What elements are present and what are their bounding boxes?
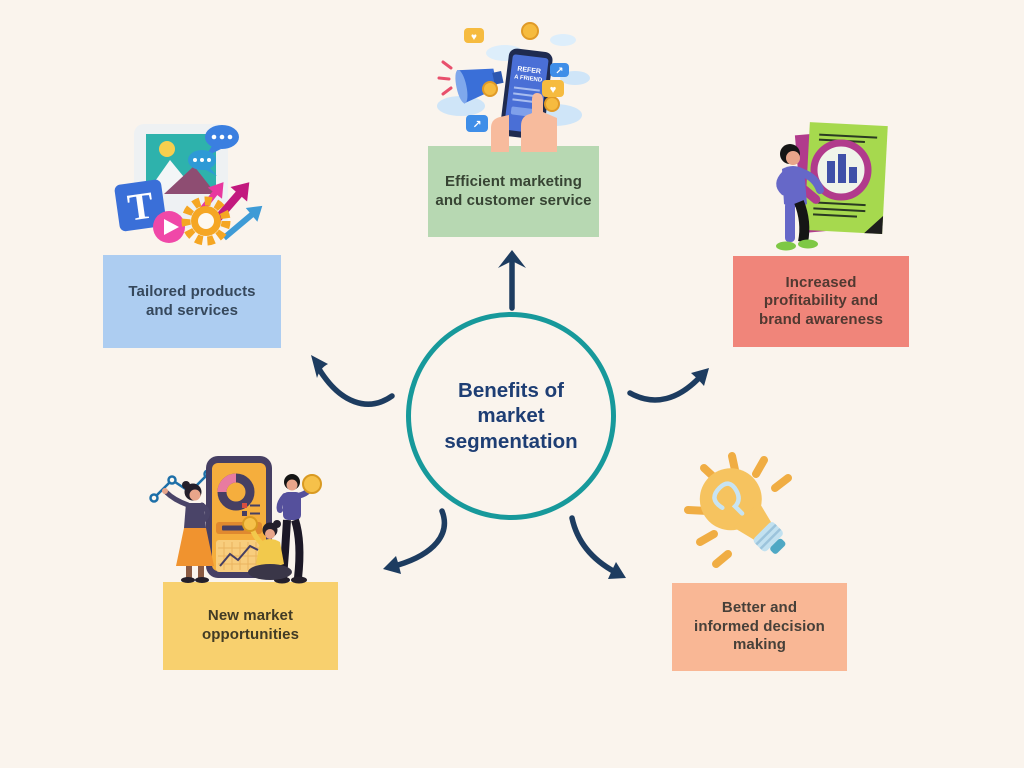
lightbulb-icon: [699, 468, 786, 554]
arrow-top-left-head: [311, 355, 328, 378]
share-icon: ↗: [555, 66, 563, 77]
content-creation-illustration: T: [114, 124, 263, 246]
heart-icon: ♥: [471, 32, 477, 43]
social-media-marketing-illustration: REFER A FRIEND ♥ ↗ ♥ ↗: [437, 22, 590, 152]
idea-lightbulb-illustration: [684, 452, 792, 568]
arrow-top-head: [498, 250, 526, 268]
node-box-efficient-marketing: Efficient marketing and customer service: [428, 146, 599, 237]
arrow-top-right-shaft: [627, 374, 703, 403]
node-label: New market opportunities: [201, 607, 300, 643]
gear-icon: [181, 196, 231, 246]
arrow-top-left-shaft: [316, 366, 395, 407]
arrow-bottom-left-shaft: [395, 508, 448, 568]
node-box-tailored-products: Tailored products and services: [103, 255, 281, 348]
play-button-icon: [153, 211, 185, 243]
node-label: Efficient marketing and customer service: [435, 172, 592, 209]
center-circle: Benefits of market segmentation: [406, 312, 616, 520]
node-label: Increased profitability and brand awaren…: [758, 273, 884, 328]
typography-tile: T: [114, 179, 167, 232]
arrow-bottom-left-head: [383, 556, 401, 574]
social-bubble-icons: ♥ ↗ ♥ ↗: [464, 28, 569, 132]
hands: [491, 93, 557, 152]
arrow-top-right-head: [691, 368, 709, 386]
speech-bubble-icons: [188, 125, 239, 176]
sound-lines: [437, 60, 453, 96]
coin-icons: [482, 22, 560, 112]
woman-standing: [162, 481, 214, 583]
analyst-person: [776, 144, 824, 251]
share-icon: ↗: [472, 119, 481, 131]
line-chart-card: [216, 540, 262, 572]
node-box-new-market: New market opportunities: [163, 582, 338, 670]
node-label: Better and informed decision making: [694, 599, 825, 654]
center-label: Benefits of market segmentation: [444, 378, 578, 453]
megaphone-icon: [455, 68, 504, 104]
node-box-better-decisions: Better and informed decision making: [672, 583, 847, 671]
phone-screen-text: A FRIEND: [514, 74, 543, 83]
bar-chart-icon: [827, 154, 857, 183]
node-label: Tailored products and services: [128, 282, 256, 319]
report-analysis-illustration: [776, 122, 888, 251]
phone-screen-text: REFER: [517, 66, 541, 76]
letter-t: T: [125, 184, 156, 229]
gauge-chart: [217, 473, 260, 516]
woman-sitting: [242, 516, 292, 580]
filament: [712, 481, 745, 516]
mobile-analytics-illustration: [149, 456, 322, 584]
node-box-increased-profitability: Increased profitability and brand awaren…: [733, 256, 909, 347]
arrow-bottom-right-head: [608, 562, 626, 579]
heart-icon: ♥: [550, 84, 557, 96]
arrow-bottom-right-shaft: [569, 515, 618, 575]
